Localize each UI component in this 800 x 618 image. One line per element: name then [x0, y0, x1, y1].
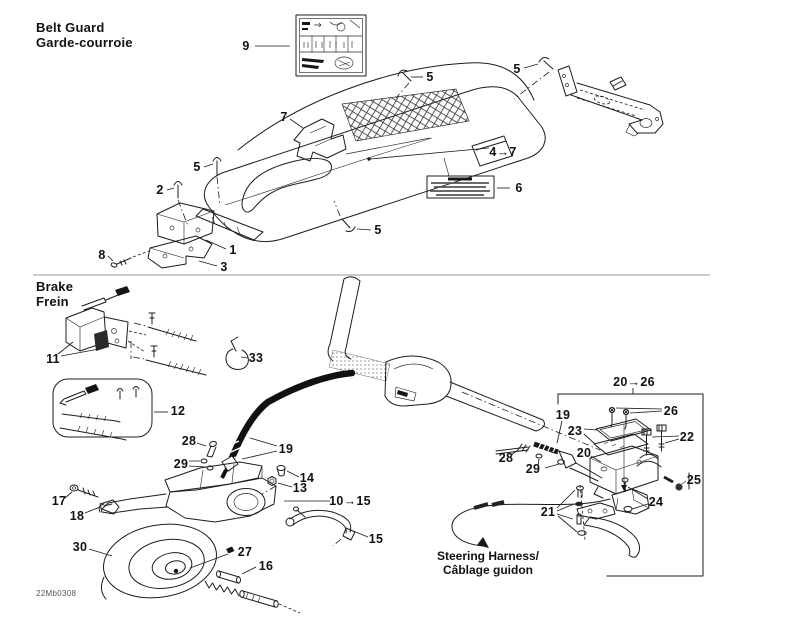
callout-25: 25	[686, 473, 702, 487]
master-cylinder-box	[557, 388, 704, 577]
adjuster-rods	[130, 312, 207, 376]
cover-screws-26	[608, 406, 630, 430]
callout-8: 8	[98, 248, 106, 262]
callout-15: 15	[368, 532, 384, 546]
caliper-hose	[285, 506, 356, 547]
clamp-bolts-22	[636, 424, 667, 468]
guard-clamp	[293, 118, 347, 162]
callout-2: 2	[156, 183, 164, 197]
callout-23: 23	[567, 424, 583, 438]
callout-13: 13	[292, 481, 308, 495]
callout-10-15: 10→15	[329, 494, 371, 508]
warning-decal	[426, 157, 495, 199]
fastener-stack-21	[575, 484, 587, 541]
caliper-bolt-17	[69, 484, 99, 498]
brake-pads-assembly	[65, 286, 147, 353]
callout-19L: 19	[278, 442, 294, 456]
brake-title-en: Brake	[36, 279, 74, 294]
mounting-bracket-upper	[156, 202, 215, 245]
callout-5a: 5	[193, 160, 201, 174]
slide-pin-16	[216, 570, 241, 584]
callout-22: 22	[679, 430, 695, 444]
callout-12: 12	[170, 404, 186, 418]
doc-code: 22Mb0308	[36, 589, 77, 598]
belt-guard-title-en: Belt Guard	[36, 20, 105, 35]
mounting-bracket-lower	[147, 235, 213, 269]
callout-11: 11	[46, 352, 60, 366]
callout-18: 18	[69, 509, 85, 523]
callout-16: 16	[258, 559, 274, 573]
callout-19R: 19	[555, 408, 571, 422]
handlebar	[327, 276, 601, 451]
brake-drawing	[52, 276, 704, 614]
push-pins	[173, 57, 554, 232]
belt-guard-section-title: Belt Guard Garde-courroie	[36, 20, 133, 50]
belt-guard-decal	[295, 14, 367, 77]
steering-harness-cable	[451, 498, 611, 548]
callout-5c: 5	[513, 62, 521, 76]
adjuster-spring	[204, 580, 301, 614]
steering-harness-line1: Steering Harness/	[436, 549, 540, 563]
rear-support-bracket	[557, 65, 664, 137]
brake-lever	[576, 488, 650, 558]
callout-17: 17	[51, 494, 67, 508]
callout-1: 1	[229, 243, 237, 257]
steering-harness-label: Steering Harness/ Câblage guidon	[437, 549, 539, 577]
callout-27: 27	[237, 545, 253, 559]
reservoir-body	[589, 445, 659, 499]
caliper-clip-18	[99, 499, 120, 515]
callout-20: 20	[576, 446, 592, 460]
callout-9: 9	[242, 39, 250, 53]
belt-guard-drawing	[107, 14, 664, 269]
vent-mesh	[341, 88, 470, 142]
hardware-kit-box	[52, 378, 153, 441]
pivot-bolt-27	[226, 546, 235, 554]
callout-30: 30	[72, 540, 88, 554]
callout-14: 14	[299, 471, 315, 485]
callout-4-7: 4→7	[489, 145, 517, 159]
brake-disc	[103, 523, 217, 599]
callout-3: 3	[220, 260, 228, 274]
grip-texture	[328, 349, 391, 382]
retainer-clip	[225, 336, 249, 370]
lever-pivot-24	[621, 477, 633, 514]
bleeder-parts	[267, 465, 286, 486]
callout-28R: 28	[498, 451, 514, 465]
brake-section-title: Brake Frein	[36, 279, 73, 309]
callout-26: 26	[663, 404, 679, 418]
callout-24: 24	[648, 495, 664, 509]
callout-21: 21	[540, 505, 556, 519]
callout-29L: 29	[173, 457, 189, 471]
steering-harness-line2: Câblage guidon	[442, 563, 533, 577]
brake-title-fr: Frein	[36, 294, 69, 309]
switch-parts-25	[663, 472, 690, 491]
callout-7: 7	[280, 110, 288, 124]
brake-caliper	[98, 461, 277, 523]
callout-20-26: 20→26	[613, 375, 655, 389]
callout-5b: 5	[426, 70, 434, 84]
callout-5d: 5	[374, 223, 382, 237]
hose-coil-assembly	[495, 441, 603, 482]
brake-hose	[200, 369, 356, 479]
callout-28L: 28	[181, 434, 197, 448]
screw-8	[110, 250, 150, 268]
belt-guard-title-fr: Garde-courroie	[36, 35, 133, 50]
callout-6: 6	[515, 181, 523, 195]
callout-33: 33	[248, 351, 264, 365]
callout-29R: 29	[525, 462, 541, 476]
harness-arrowhead	[477, 537, 489, 548]
